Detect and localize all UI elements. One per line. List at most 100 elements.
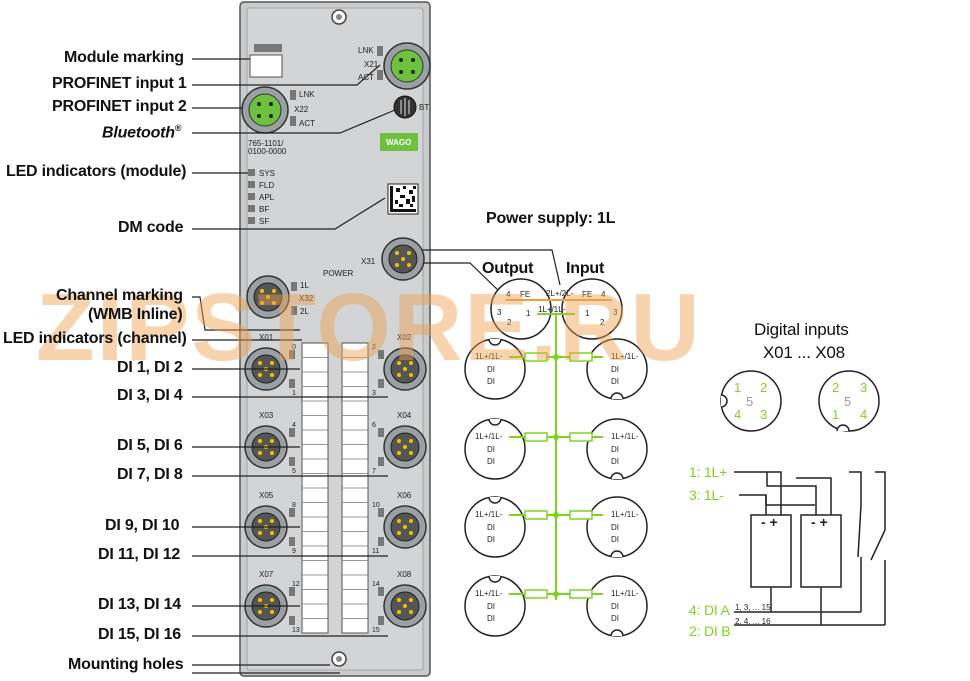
label-pin2: 2: DI B bbox=[689, 623, 731, 639]
pin-label: DI bbox=[487, 457, 495, 466]
channel-number: 1 bbox=[292, 390, 296, 397]
pin-label: DI bbox=[487, 377, 495, 386]
bt-label: BT bbox=[419, 103, 429, 112]
sensor-wiring-schematic bbox=[734, 471, 886, 626]
watermark: ZIPSTORE.RU bbox=[36, 274, 702, 381]
channel-led bbox=[378, 537, 384, 546]
channel-led bbox=[289, 587, 295, 596]
channel-led bbox=[378, 379, 384, 388]
svg-text:4: 4 bbox=[506, 290, 511, 299]
pin-label: DI bbox=[611, 535, 619, 544]
pin-label: DI bbox=[487, 535, 495, 544]
pin-label: 1L+/1L- bbox=[611, 589, 639, 598]
label-mounting-holes: Mounting holes bbox=[68, 656, 184, 673]
sensor2-polarity: - + bbox=[811, 514, 828, 530]
io-module: X0101X0223X0345X0467X0589X061011X071213X… bbox=[239, 1, 431, 677]
label-module-marking: Module marking bbox=[64, 49, 184, 66]
channel-led bbox=[378, 616, 384, 625]
label-led-module: LED indicators (module) bbox=[6, 163, 187, 180]
module-front-panel bbox=[246, 7, 424, 671]
port-x04-connector bbox=[383, 425, 427, 469]
power-label: POWER bbox=[323, 269, 353, 278]
x21-act: ACT bbox=[358, 73, 374, 82]
pin-label: DI bbox=[611, 614, 619, 623]
pin-label: DI bbox=[611, 523, 619, 532]
port-label: X07 bbox=[259, 570, 274, 579]
part-number: 765-1101/ bbox=[248, 139, 284, 148]
sensor1-polarity: - + bbox=[761, 514, 778, 530]
channel-led bbox=[289, 537, 295, 546]
channel-number: 11 bbox=[372, 548, 379, 555]
label-bluetooth-mark: ® bbox=[174, 123, 182, 133]
range-a: 1, 3, ... 15 bbox=[735, 603, 771, 612]
label-bluetooth: Bluetooth® bbox=[102, 123, 182, 142]
label-digital-inputs: Digital inputs bbox=[754, 320, 849, 339]
label-wmb-inline: (WMB Inline) bbox=[88, 306, 183, 323]
power-connector-input-detail bbox=[561, 278, 623, 340]
x22-label: X22 bbox=[294, 105, 309, 114]
channel-number: 2 bbox=[372, 344, 376, 351]
pin-label: 1L+/1L- bbox=[611, 432, 639, 441]
svg-text:2: 2 bbox=[832, 380, 839, 395]
channel-number: 0 bbox=[292, 344, 296, 351]
channel-led bbox=[289, 379, 295, 388]
led-sys: SYS bbox=[259, 169, 275, 178]
range-b: 2, 4, ... 16 bbox=[735, 617, 771, 626]
channel-led bbox=[378, 587, 384, 596]
x21-label: X21 bbox=[364, 60, 379, 69]
pin-label: 1L+/1L- bbox=[475, 510, 503, 519]
label-bluetooth-text: Bluetooth bbox=[102, 124, 175, 142]
port-label: X08 bbox=[397, 570, 412, 579]
port-label: X02 bbox=[397, 333, 412, 342]
profinet-x22-connector bbox=[241, 86, 289, 134]
l1pm-label: 1L+/1L- bbox=[538, 305, 566, 314]
power-x31-connector bbox=[381, 237, 425, 281]
svg-text:1: 1 bbox=[526, 309, 531, 318]
pin-label: DI bbox=[611, 377, 619, 386]
label-power-supply: Power supply: 1L bbox=[486, 210, 616, 227]
pin-label: 1L+/1L- bbox=[611, 352, 639, 361]
label-pin3: 3: 1L- bbox=[689, 487, 724, 503]
label-di-3-4: DI 3, DI 4 bbox=[117, 387, 183, 404]
label-di-11-12: DI 11, DI 12 bbox=[98, 546, 181, 563]
x21-lnk: LNK bbox=[358, 46, 374, 55]
label-input: Input bbox=[566, 260, 605, 277]
port-label: X05 bbox=[259, 491, 274, 500]
pin-label: 1L+/1L- bbox=[475, 352, 503, 361]
channel-led bbox=[289, 457, 295, 466]
module-marking-logo bbox=[254, 44, 282, 52]
label-di-9-10: DI 9, DI 10 bbox=[105, 517, 180, 534]
svg-text:4: 4 bbox=[734, 407, 741, 422]
channel-number: 8 bbox=[292, 502, 296, 509]
label-pin1: 1: 1L+ bbox=[689, 464, 728, 480]
x22-act: ACT bbox=[299, 119, 315, 128]
channel-number: 4 bbox=[292, 422, 296, 429]
led-fld: FLD bbox=[259, 181, 274, 190]
power-x32-connector bbox=[246, 275, 290, 319]
module-marking-plate bbox=[249, 54, 283, 78]
label-di-5-6: DI 5, DI 6 bbox=[117, 437, 183, 454]
brand-label: WAGO bbox=[386, 138, 411, 147]
pin-label: DI bbox=[487, 365, 495, 374]
svg-text:3: 3 bbox=[613, 308, 618, 317]
svg-text:1: 1 bbox=[585, 309, 590, 318]
pin-label: DI bbox=[611, 365, 619, 374]
channel-led bbox=[378, 508, 384, 517]
port-x06-connector bbox=[383, 505, 427, 549]
pin-label: DI bbox=[611, 445, 619, 454]
label-profinet-input-1: PROFINET input 1 bbox=[52, 75, 187, 92]
channel-led bbox=[289, 616, 295, 625]
svg-text:2: 2 bbox=[600, 318, 605, 327]
label-dm-code: DM code bbox=[118, 219, 184, 236]
profinet-x21-connector bbox=[383, 42, 431, 90]
svg-text:3: 3 bbox=[497, 308, 502, 317]
channel-number: 7 bbox=[372, 468, 376, 475]
part-number-2: 0100-0000 bbox=[248, 147, 287, 156]
port-label: X04 bbox=[397, 411, 412, 420]
port-x08-connector bbox=[383, 584, 427, 628]
led-bf: BF bbox=[259, 205, 269, 214]
channel-led bbox=[378, 350, 384, 359]
